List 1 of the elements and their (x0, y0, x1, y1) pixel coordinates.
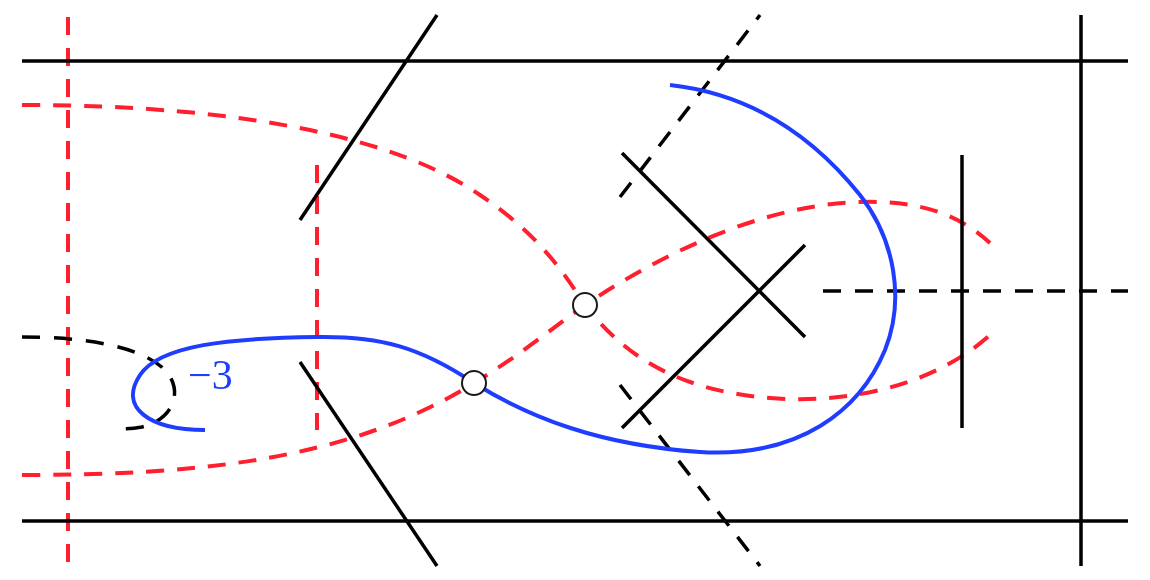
curve-label: −3 (188, 354, 233, 396)
